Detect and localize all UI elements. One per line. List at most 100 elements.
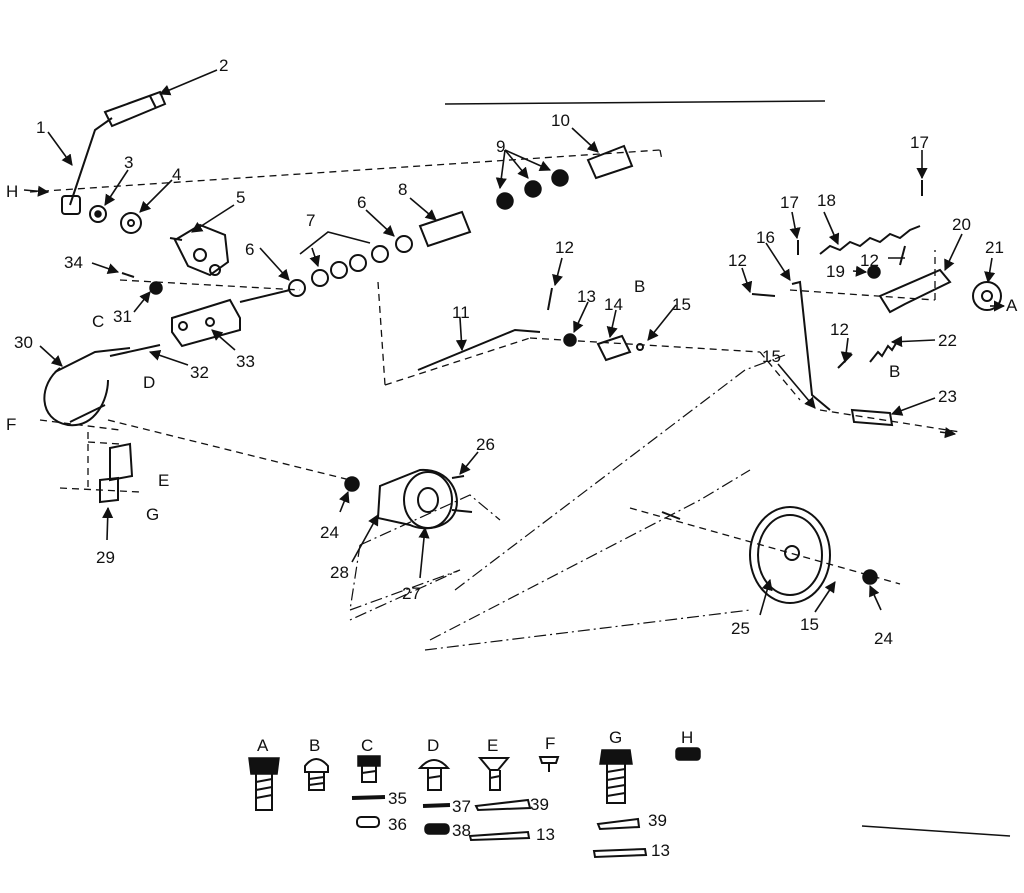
washer-35 — [351, 795, 386, 800]
callout-16: 16 — [756, 228, 775, 247]
callout-15: 15 — [672, 295, 691, 314]
legend-head-E: E — [487, 736, 498, 755]
bushing — [586, 144, 634, 180]
legend-head-G: G — [609, 728, 622, 747]
screw-B — [304, 758, 329, 791]
plate — [850, 408, 894, 427]
washer — [395, 235, 413, 253]
flat-washer-hole — [127, 219, 135, 227]
pin-39 — [596, 817, 641, 831]
pin-39 — [474, 798, 532, 812]
callout-28: 28 — [330, 563, 349, 582]
spacer-stack — [311, 245, 389, 287]
callout-23: 23 — [938, 387, 957, 406]
letter-A: A — [1006, 296, 1018, 315]
reference-line — [861, 825, 1011, 837]
callout-2: 2 — [219, 56, 228, 75]
nut-36 — [356, 816, 380, 828]
fastener-legend: A B C D E F G H — [248, 728, 701, 860]
callout-6: 6 — [357, 193, 366, 212]
callout-12: 12 — [728, 251, 747, 270]
legend-head-F: F — [545, 734, 555, 753]
leader-lines — [23, 69, 1006, 616]
washer — [288, 279, 306, 297]
legend-ref-38: 38 — [452, 821, 471, 840]
callout-3: 3 — [124, 153, 133, 172]
lever-arm — [878, 268, 952, 314]
screw-F — [538, 756, 560, 772]
legend-ref-36: 36 — [388, 815, 407, 834]
letter-G: G — [146, 505, 159, 524]
nut — [867, 265, 881, 279]
control-rod — [417, 328, 541, 371]
handle-grip — [103, 90, 167, 128]
callout-12: 12 — [830, 320, 849, 339]
screw — [547, 287, 553, 311]
reference-letters: H C D E F G B B A — [6, 182, 1018, 524]
callout-15: 15 — [800, 615, 819, 634]
letter-B: B — [634, 277, 645, 296]
callout-10: 10 — [551, 111, 570, 130]
screw — [899, 245, 906, 266]
cotter-pin — [636, 343, 644, 351]
callout-24: 24 — [320, 523, 339, 542]
callout-5: 5 — [236, 188, 245, 207]
washer — [89, 205, 107, 223]
nut — [563, 333, 577, 347]
legend-ref-39: 39 — [648, 811, 667, 830]
callout-12: 12 — [555, 238, 574, 257]
pin-13 — [592, 847, 648, 859]
callout-12: 12 — [860, 251, 879, 270]
legend-head-B: B — [309, 736, 320, 755]
callout-25: 25 — [731, 619, 750, 638]
clutch-drum — [376, 468, 473, 530]
callout-30: 30 — [14, 333, 33, 352]
shaft — [239, 289, 291, 303]
frame-outline — [349, 354, 786, 651]
callout-15: 15 — [762, 347, 781, 366]
callout-4: 4 — [172, 165, 181, 184]
callout-17: 17 — [910, 133, 929, 152]
callout-27: 27 — [402, 584, 421, 603]
callout-13: 13 — [577, 287, 596, 306]
bolt-A — [248, 757, 280, 811]
legend-ref-37: 37 — [452, 797, 471, 816]
callout-6: 6 — [245, 240, 254, 259]
rod — [109, 344, 161, 357]
flat-head-E — [477, 757, 511, 791]
callout-32: 32 — [190, 363, 209, 382]
callout-18: 18 — [817, 191, 836, 210]
spring — [869, 339, 899, 363]
pin-13 — [468, 830, 531, 842]
nuts — [496, 169, 569, 210]
band — [43, 347, 131, 427]
nut-38 — [424, 823, 450, 835]
washer-37 — [422, 803, 451, 808]
handle-lever — [61, 117, 113, 215]
letter-D: D — [143, 373, 155, 392]
threaded-stud — [661, 511, 681, 520]
flat-washer — [120, 212, 142, 234]
hex-bolt-G — [599, 749, 633, 804]
callout-11: 11 — [452, 303, 470, 322]
callout-1: 1 — [36, 118, 45, 137]
letter-F: F — [6, 415, 16, 434]
letter-E: E — [158, 471, 169, 490]
sleeve — [418, 210, 472, 248]
callout-31: 31 — [113, 307, 132, 326]
callout-17: 17 — [780, 193, 799, 212]
letter-C: C — [92, 312, 104, 331]
link-rod — [791, 280, 831, 411]
legend-head-C: C — [361, 736, 373, 755]
spacer — [596, 334, 632, 362]
carriage-bolt-D — [417, 759, 451, 791]
legend-ref-35: 35 — [388, 789, 407, 808]
callout-9: 9 — [496, 137, 505, 156]
bracket — [169, 223, 230, 277]
callout-33: 33 — [236, 352, 255, 371]
callout-26: 26 — [476, 435, 495, 454]
cap-hub — [981, 290, 993, 302]
nut — [344, 476, 360, 492]
nut-H — [675, 747, 701, 761]
